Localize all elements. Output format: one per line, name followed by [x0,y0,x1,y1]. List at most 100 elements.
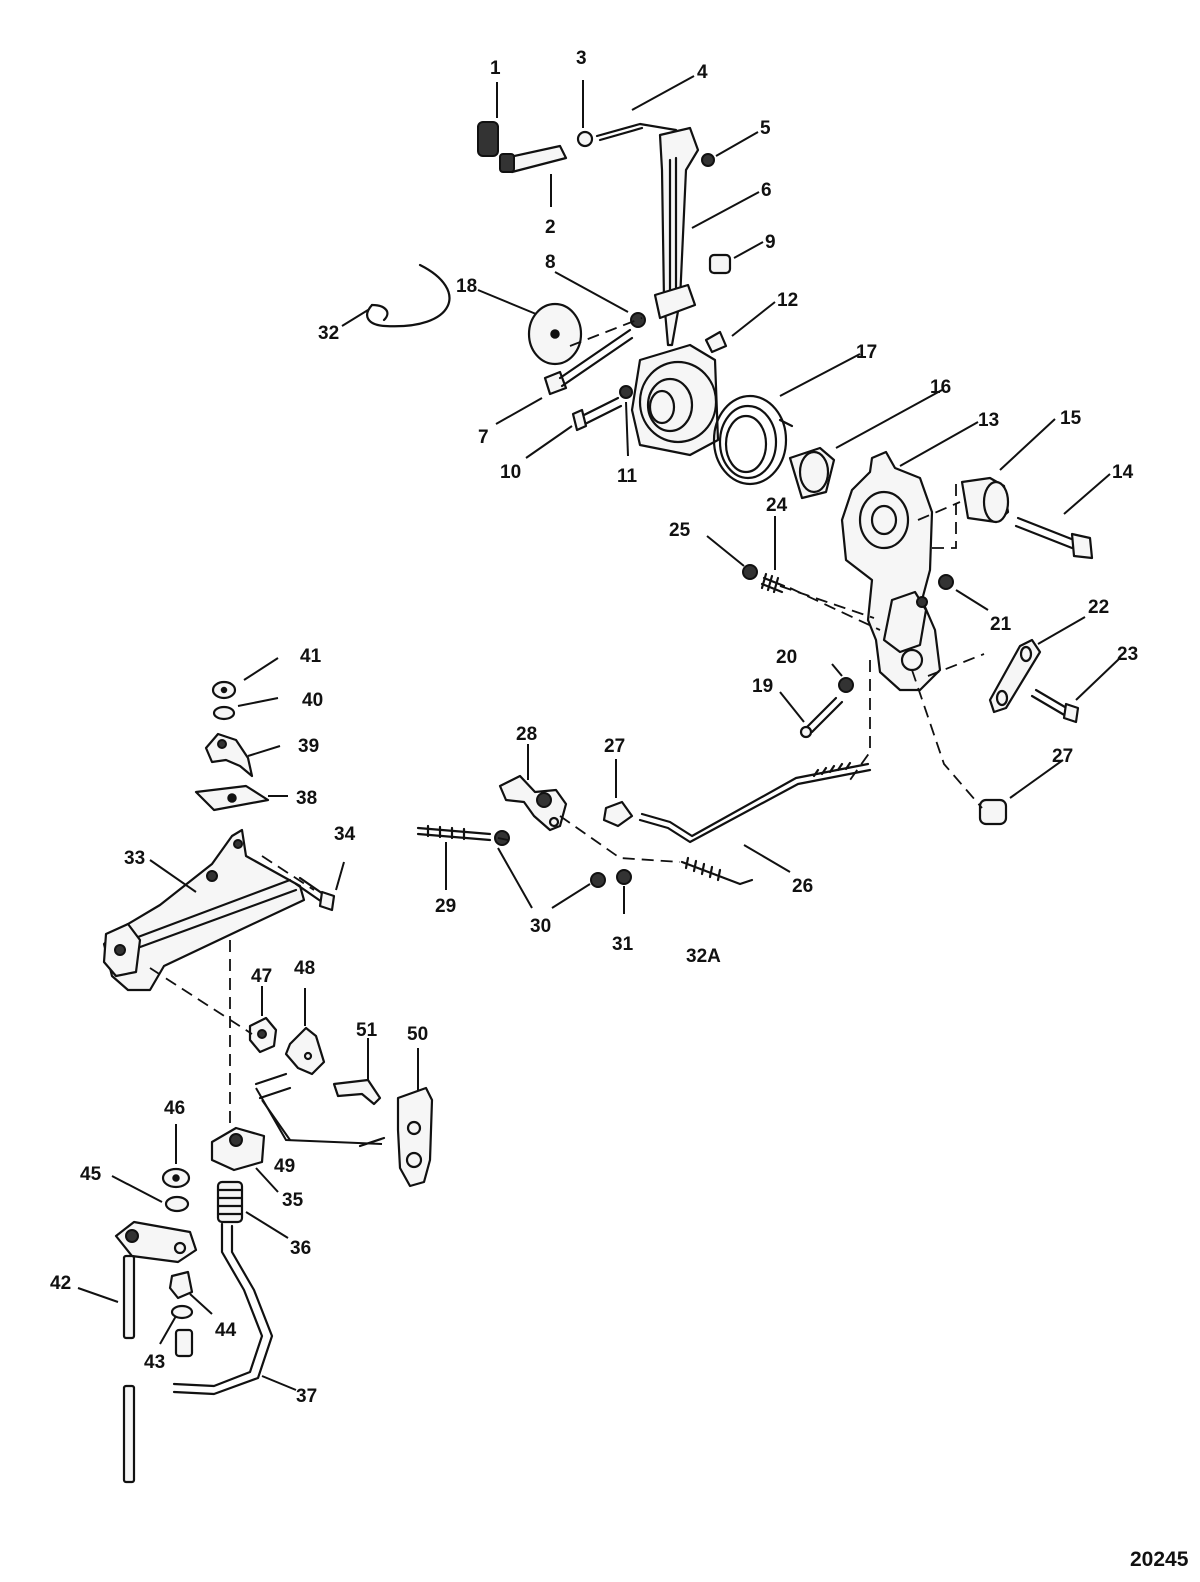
callout-label-12: 12 [777,290,798,311]
part-29-stud [416,824,492,842]
part-7-screw [543,328,634,396]
callout-label-20: 20 [776,647,797,668]
part-43-washer [170,1304,194,1320]
callout-label-47: 47 [251,966,272,987]
callout-label-48: 48 [294,958,315,979]
part-9-sleeve [708,253,732,275]
part-12-cap [704,330,728,354]
part-44-fitting [168,1270,194,1300]
callout-label-39: 39 [298,736,319,757]
callout-label-7: 7 [478,427,489,448]
callout-label-40: 40 [302,690,323,711]
callout-label-27-middle: 27 [604,736,625,757]
callout-label-21: 21 [990,614,1012,635]
part-38-plate [194,784,270,812]
part-5-nut [701,153,715,167]
part-40-washer [212,705,236,721]
part-31-nut [616,869,632,885]
part-10-screw [571,396,623,432]
part-23-screw [1030,688,1080,724]
part-42-arm-and-shaft [114,1220,198,1484]
callout-label-11: 11 [617,466,638,487]
part-33-bracket [102,828,306,992]
part-6-throttle-lever [630,126,720,457]
callout-label-8: 8 [545,252,556,273]
callout-label-46: 46 [164,1098,185,1119]
part-51-lever [332,1078,382,1106]
callout-label-1: 1 [490,58,501,79]
part-37-link-rod [172,1222,274,1396]
part-49-pins [254,1072,386,1148]
part-47-clip [248,1016,278,1054]
callout-label-14: 14 [1112,462,1134,483]
callout-label-31: 31 [612,934,634,955]
part-2-pin [499,144,568,174]
callout-label-44: 44 [215,1320,237,1341]
callout-label-41: 41 [300,646,322,667]
part-20-nut [838,677,854,693]
callout-label-19: 19 [752,676,773,697]
callout-label-10: 10 [500,462,521,483]
callout-label-36: 36 [290,1238,311,1259]
part-32a-spring [680,856,754,886]
part-27-sleeve-right [978,798,1008,826]
callout-label-25: 25 [669,520,691,541]
part-4-rod [595,122,678,142]
callout-label-51: 51 [356,1020,378,1041]
callout-label-35: 35 [282,1190,304,1211]
part-1-knob [477,121,499,157]
callout-label-13: 13 [978,410,999,431]
figure-number: 20245 [1130,1548,1189,1571]
callout-label-23: 23 [1117,644,1138,665]
part-41-nut [211,680,237,700]
callout-label-18: 18 [456,276,477,297]
callout-label-32: 32 [318,323,339,344]
part-21-nut [938,574,954,590]
callout-label-30: 30 [530,916,551,937]
callout-label-6: 6 [761,180,772,201]
callout-label-29: 29 [435,896,456,917]
part-16-bushing [788,446,836,500]
callout-label-15: 15 [1060,408,1082,429]
part-19-screw [799,696,844,739]
callout-label-22: 22 [1088,597,1109,618]
callout-label-5: 5 [760,118,771,139]
part-48-bracket [284,1026,326,1076]
callout-label-38: 38 [296,788,317,809]
callout-label-33: 33 [124,848,145,869]
part-50-plate [396,1086,434,1188]
part-17-spring [712,394,794,486]
part-30-nuts [494,830,606,888]
callout-label-2: 2 [545,217,556,238]
callout-label-32a: 32A [686,946,721,967]
callout-label-50: 50 [407,1024,428,1045]
part-45-washer [164,1195,190,1213]
callout-label-45: 45 [80,1164,102,1185]
part-14-bolt [1014,516,1094,560]
callout-label-24: 24 [766,495,788,516]
part-28-cam-lever [498,774,568,832]
part-46-nut [161,1167,191,1189]
part-27-sleeve-middle [602,800,634,828]
callout-label-49: 49 [274,1156,295,1177]
part-35-block [210,1126,266,1172]
callout-label-26: 26 [792,876,813,897]
part-22-link [988,638,1042,714]
callout-label-34: 34 [334,824,356,845]
part-39-arm [204,732,254,778]
callout-label-3: 3 [576,48,587,69]
callout-label-37: 37 [296,1386,317,1407]
part-13-bracket [840,450,942,692]
part-24-spring [760,572,786,594]
callout-label-27-right: 27 [1052,746,1073,767]
part-11-nut [619,385,633,399]
dashed-assembly-lines [149,317,985,1130]
part-18-washer [527,302,583,366]
callout-labels: 1 2 3 4 5 6 7 8 9 10 11 12 13 14 15 16 1… [50,48,1138,1407]
part-25-nut [742,564,758,580]
callout-label-43: 43 [144,1352,165,1373]
part-3-washer [576,130,594,148]
part-32-clip [366,263,451,328]
callout-label-4: 4 [697,62,708,83]
